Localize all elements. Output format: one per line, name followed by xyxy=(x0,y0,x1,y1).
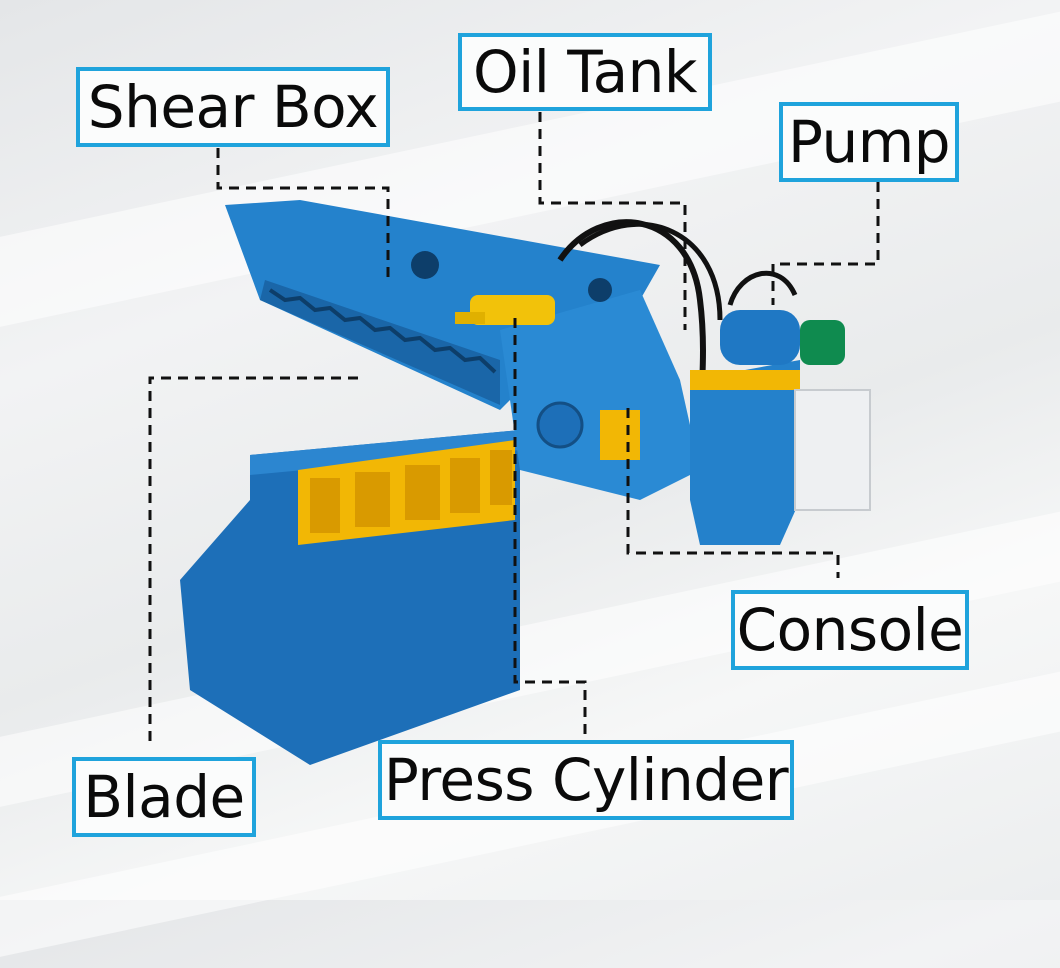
power-unit-tank xyxy=(690,360,800,545)
label-press-cylinder: Press Cylinder xyxy=(378,740,794,820)
label-console: Console xyxy=(731,590,969,670)
machine-illustration xyxy=(148,112,880,765)
label-text: Pump xyxy=(787,108,951,176)
leader-blade xyxy=(148,376,358,745)
label-text: Press Cylinder xyxy=(383,746,789,814)
label-blade: Blade xyxy=(72,757,256,837)
pump-motor xyxy=(720,310,800,365)
leader-lines xyxy=(148,112,880,745)
label-text: Oil Tank xyxy=(472,38,698,106)
press-cylinder xyxy=(470,295,555,325)
label-shear-box: Shear Box xyxy=(76,67,390,147)
leader-console xyxy=(626,408,840,578)
leader-pump xyxy=(771,182,880,305)
leader-press-cylinder xyxy=(513,318,587,735)
label-oil-tank: Oil Tank xyxy=(458,33,712,111)
wrapped-console xyxy=(794,389,871,511)
label-text: Console xyxy=(736,596,964,664)
leader-shear-box xyxy=(216,148,390,280)
blade-teeth xyxy=(268,288,497,374)
label-text: Shear Box xyxy=(87,73,379,141)
label-text: Blade xyxy=(83,763,245,831)
pivot-housing xyxy=(500,290,700,500)
label-pump: Pump xyxy=(779,102,959,182)
